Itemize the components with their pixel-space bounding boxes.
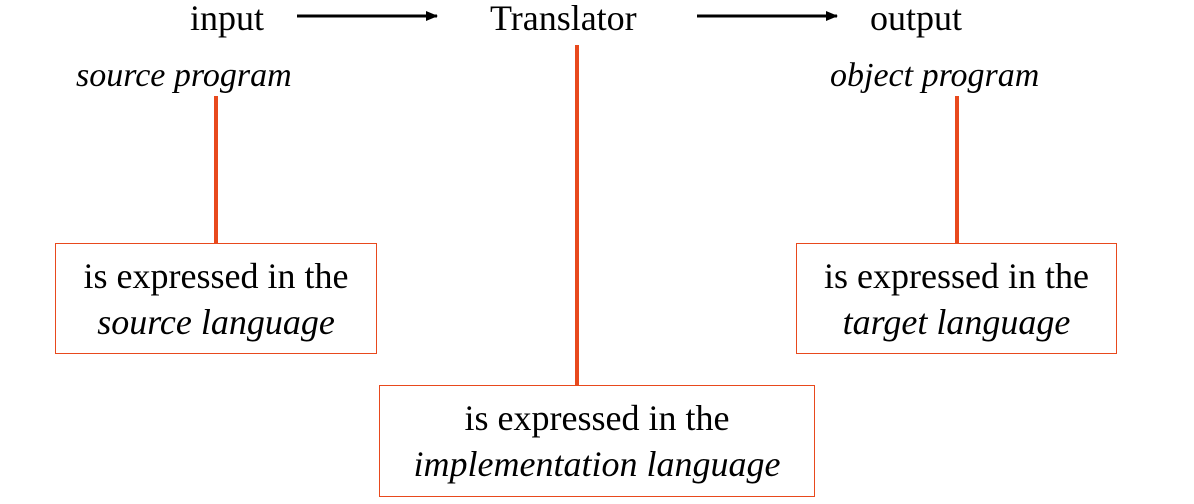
source-program-label: source program (76, 57, 292, 94)
output-label: output (870, 0, 963, 38)
implementation-box-line1: is expressed in the (464, 398, 730, 438)
source-language-box: is expressed in the source language (55, 243, 377, 354)
source-box-line2: source language (97, 302, 335, 342)
translator-label: Translator (490, 0, 637, 38)
target-language-box: is expressed in the target language (796, 243, 1117, 354)
implementation-box-line2: implementation language (413, 444, 781, 484)
target-box-line2: target language (842, 302, 1071, 342)
input-label: input (190, 0, 265, 38)
target-box-line1: is expressed in the (824, 256, 1089, 296)
object-program-label: object program (830, 57, 1040, 94)
implementation-language-box: is expressed in the implementation langu… (379, 385, 815, 497)
source-box-line1: is expressed in the (83, 256, 349, 296)
